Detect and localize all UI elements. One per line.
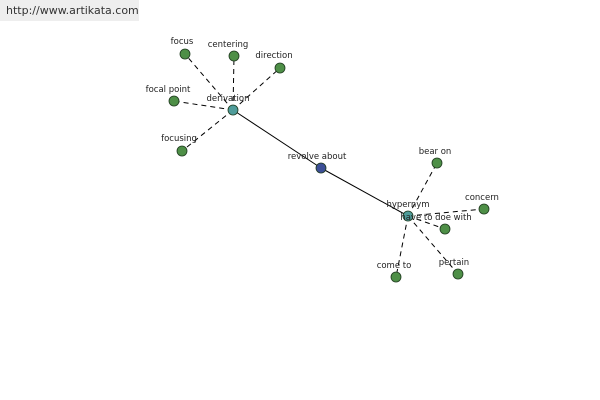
node-derivation[interactable] (227, 104, 239, 116)
node-label-focusing[interactable]: focusing (161, 134, 197, 144)
node-label-pertain[interactable]: pertain (439, 258, 469, 268)
node-centering[interactable] (228, 50, 240, 62)
node-label-hypernym[interactable]: hypernym (386, 200, 429, 210)
edge-hypernym-pertain (407, 215, 459, 275)
node-come-to[interactable] (390, 271, 402, 283)
edge-hypernym-come-to (395, 215, 409, 278)
node-direction[interactable] (274, 62, 286, 74)
edge-derivation-centering (232, 55, 235, 111)
edge-hypernym-have-to-doe-with (407, 215, 446, 230)
source-url-banner[interactable]: http://www.artikata.com (0, 0, 139, 21)
edge-revolve-about-hypernym (320, 167, 409, 217)
node-focal-point[interactable] (168, 95, 180, 107)
node-focus[interactable] (179, 48, 191, 60)
graph-nodes (168, 48, 490, 283)
node-label-derivation[interactable]: derivation (206, 94, 249, 104)
node-concern[interactable] (478, 203, 490, 215)
graph-labels: focus centering direction focal point focusi… (146, 37, 499, 271)
node-label-bear-on[interactable]: bear on (419, 147, 452, 157)
node-focusing[interactable] (176, 145, 188, 157)
edge-derivation-direction (232, 67, 281, 111)
edge-hypernym-concern (407, 208, 485, 217)
edge-derivation-focus (184, 53, 234, 111)
edge-derivation-focusing (181, 109, 234, 152)
node-label-revolve-about[interactable]: revolve about (288, 152, 347, 162)
node-revolve-about[interactable] (315, 162, 327, 174)
node-hypernym[interactable] (402, 210, 414, 222)
node-bear-on[interactable] (431, 157, 443, 169)
edge-derivation-focal-point (173, 100, 234, 111)
node-label-have-to-doe-with[interactable]: have to doe with (400, 213, 471, 223)
node-label-come-to[interactable]: come to (377, 261, 412, 271)
node-label-focus[interactable]: focus (171, 37, 194, 47)
graph-edges (173, 53, 485, 278)
node-label-centering[interactable]: centering (208, 40, 249, 50)
edge-hypernym-bear-on (407, 162, 438, 217)
node-label-focal-point[interactable]: focal point (146, 85, 191, 95)
node-label-concern[interactable]: concern (465, 193, 499, 203)
edge-revolve-about-derivation (232, 109, 322, 169)
node-have-to-doe-with[interactable] (439, 223, 451, 235)
node-label-direction[interactable]: direction (255, 51, 292, 61)
node-pertain[interactable] (452, 268, 464, 280)
